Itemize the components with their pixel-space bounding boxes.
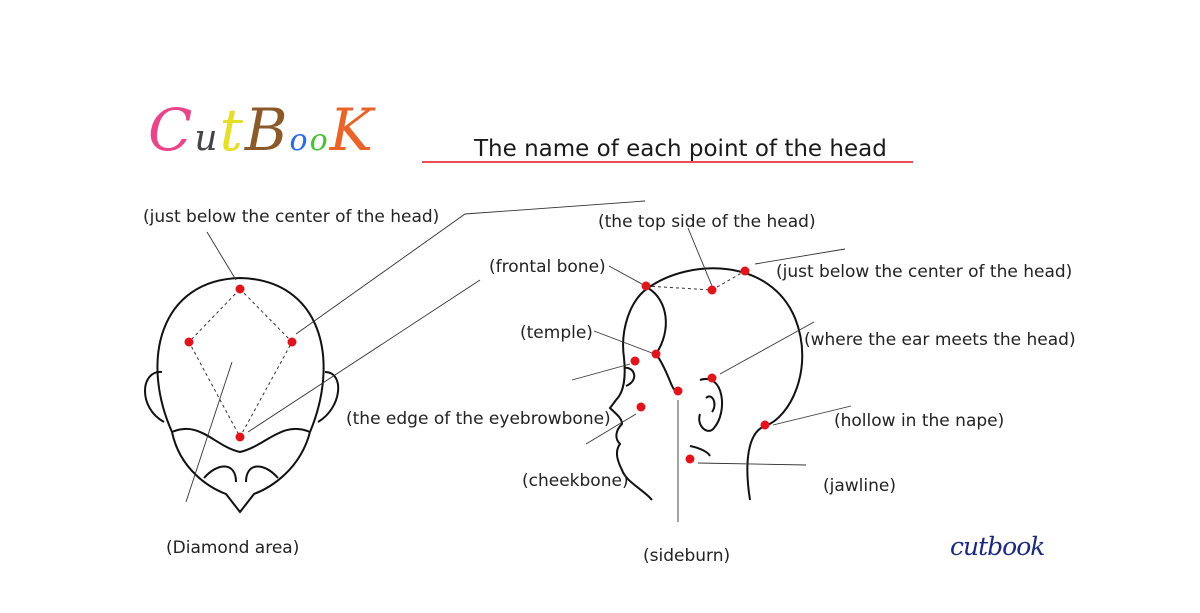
leader-just-below-center-right xyxy=(754,248,846,265)
label-just-below-center-right: (just below the center of the head) xyxy=(776,262,1073,282)
leader-eye-area xyxy=(571,363,631,381)
leader-top-side xyxy=(687,227,713,287)
jaw-curve xyxy=(689,445,711,457)
point-eyebrow-bone xyxy=(636,402,646,412)
point-top xyxy=(235,284,245,294)
page-title: The name of each point of the head xyxy=(474,136,887,162)
label-cheekbone: (cheekbone) xyxy=(522,471,629,491)
leader-ear-meets-head xyxy=(719,321,815,375)
label-just-below-center-left: (just below the center of the head) xyxy=(143,207,440,227)
point-jawline xyxy=(685,454,695,464)
eye-outline xyxy=(623,366,636,387)
right-cheek-curve xyxy=(245,465,279,483)
side-view-head xyxy=(608,267,804,501)
leader-jawline xyxy=(697,462,807,466)
top-view-head xyxy=(144,276,340,514)
left-ear xyxy=(144,370,165,423)
logo-letter: o xyxy=(309,123,330,158)
point-sideburn xyxy=(673,386,683,396)
point-eye-corner xyxy=(630,356,640,366)
side-ear xyxy=(698,377,724,432)
label-temple: (temple) xyxy=(520,323,593,343)
point-just-below-center-side xyxy=(740,266,750,276)
skull-back-outline xyxy=(647,267,804,501)
leader-diamond-area xyxy=(185,361,233,503)
label-top-side: (the top side of the head) xyxy=(598,212,816,232)
leader-top-right-long xyxy=(295,200,646,335)
label-diamond-area: (Diamond area) xyxy=(166,538,300,558)
logo-letter: u xyxy=(194,118,220,159)
leader-hollow-nape xyxy=(772,405,852,426)
label-ear-meets-head: (where the ear meets the head) xyxy=(804,330,1076,350)
logo-letter: K xyxy=(329,96,375,164)
cutbook-brand-logo: cutbook xyxy=(950,532,1045,561)
leader-just-below-center-left xyxy=(206,231,237,281)
leader-bottom-right-long xyxy=(247,279,481,433)
point-bottom xyxy=(235,432,245,442)
right-ear xyxy=(317,371,340,423)
face-profile xyxy=(608,287,653,501)
left-cheek-curve xyxy=(203,465,237,483)
jaw-outline xyxy=(171,431,311,514)
point-frontal-bone xyxy=(641,281,651,291)
forehead-line xyxy=(171,427,311,454)
diamond-area-outline xyxy=(188,288,293,439)
sideburn-line xyxy=(655,353,677,392)
label-hollow-nape: (hollow in the nape) xyxy=(834,411,1005,431)
logo-letter: C xyxy=(148,96,195,164)
logo-letter: B xyxy=(244,96,290,164)
side-ear-inner xyxy=(705,395,716,413)
point-temple xyxy=(651,349,661,359)
label-sideburn: (sideburn) xyxy=(643,546,731,566)
leader-temple xyxy=(593,330,653,354)
point-right xyxy=(287,337,297,347)
leader-eyebrow-bone xyxy=(585,413,637,445)
cutbook-logo: CutBooK xyxy=(148,96,375,164)
point-ear-meets-head xyxy=(707,373,717,383)
hairline-front xyxy=(647,287,667,355)
label-eyebrow-bone: (the edge of the eyebrowbone) xyxy=(346,409,611,429)
label-frontal-bone: (frontal bone) xyxy=(489,257,606,277)
label-jawline: (jawline) xyxy=(823,476,896,496)
point-hollow-nape xyxy=(760,420,770,430)
skull-outline xyxy=(156,276,325,433)
point-top-side xyxy=(707,285,717,295)
point-left xyxy=(184,337,194,347)
leader-frontal-bone xyxy=(608,265,643,285)
logo-letter: t xyxy=(219,96,245,164)
logo-letter: o xyxy=(289,123,310,158)
